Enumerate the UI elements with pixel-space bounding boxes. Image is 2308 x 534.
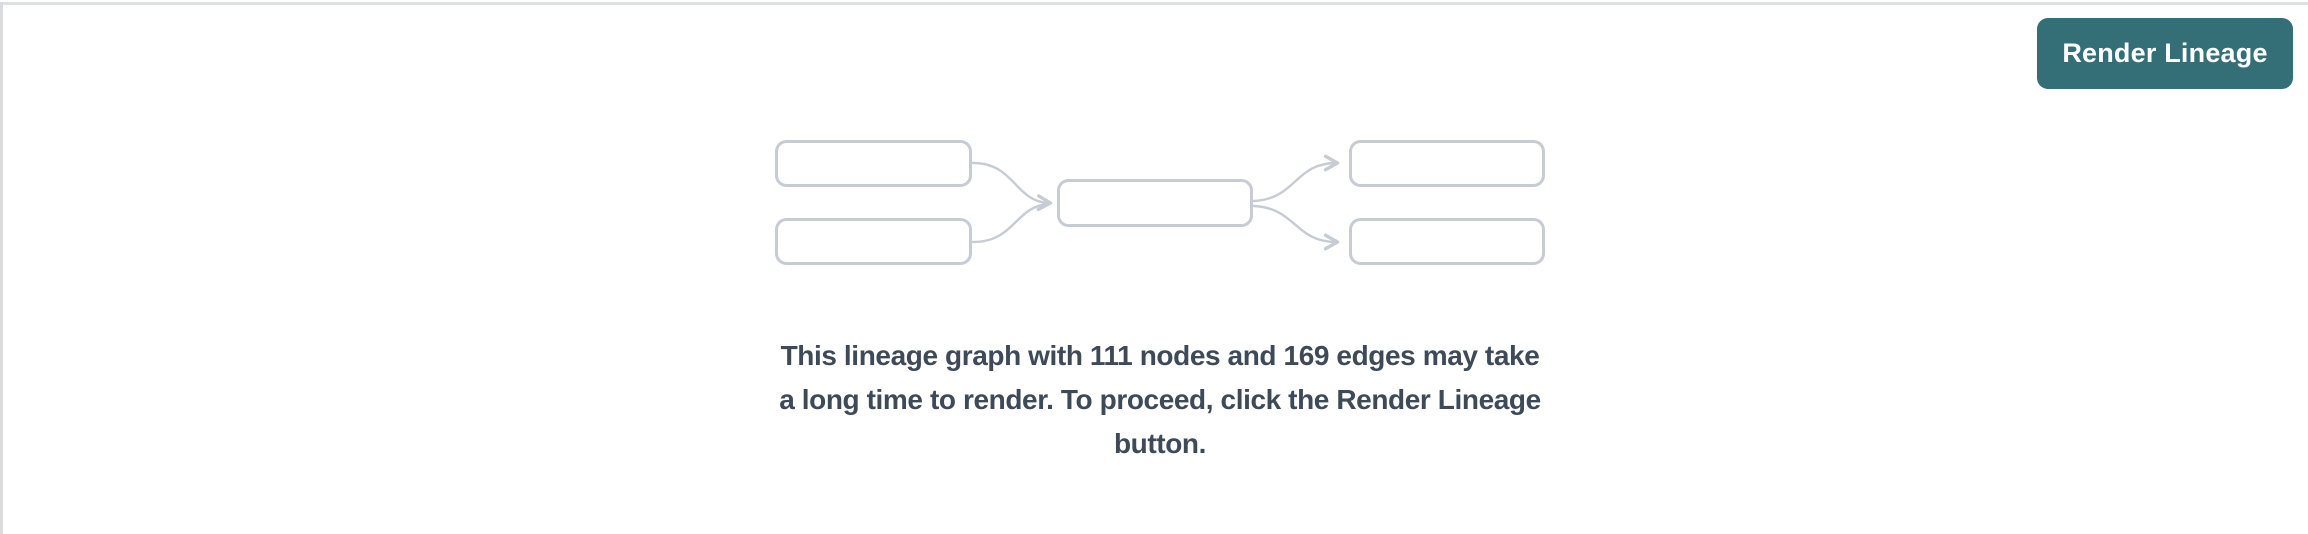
skeleton-edge-topleft-to-center — [971, 161, 1053, 212]
render-warning-message: This lineage graph with 111 nodes and 16… — [704, 334, 1616, 466]
skeleton-edge-bottomleft-to-center — [971, 202, 1051, 244]
render-warning-line: button. — [1113, 428, 1207, 459]
skeleton-node-bottom-right — [1349, 218, 1545, 265]
skeleton-node-top-left — [775, 140, 972, 187]
skeleton-edge-center-to-bottomright — [1252, 204, 1340, 251]
render-warning-line: a long time to render. To proceed, click… — [779, 384, 1541, 415]
render-lineage-button[interactable]: Render Lineage — [2037, 18, 2293, 89]
skeleton-node-bottom-left — [775, 218, 972, 265]
skeleton-node-top-right — [1349, 140, 1545, 187]
lineage-skeleton-graphic — [775, 140, 1545, 265]
skeleton-edge-center-to-topright — [1252, 154, 1340, 203]
panel-left-divider — [0, 2, 3, 534]
render-warning-line: This lineage graph with 111 nodes and 16… — [780, 340, 1540, 371]
content-top-divider — [0, 2, 2308, 5]
skeleton-node-center — [1057, 179, 1253, 227]
